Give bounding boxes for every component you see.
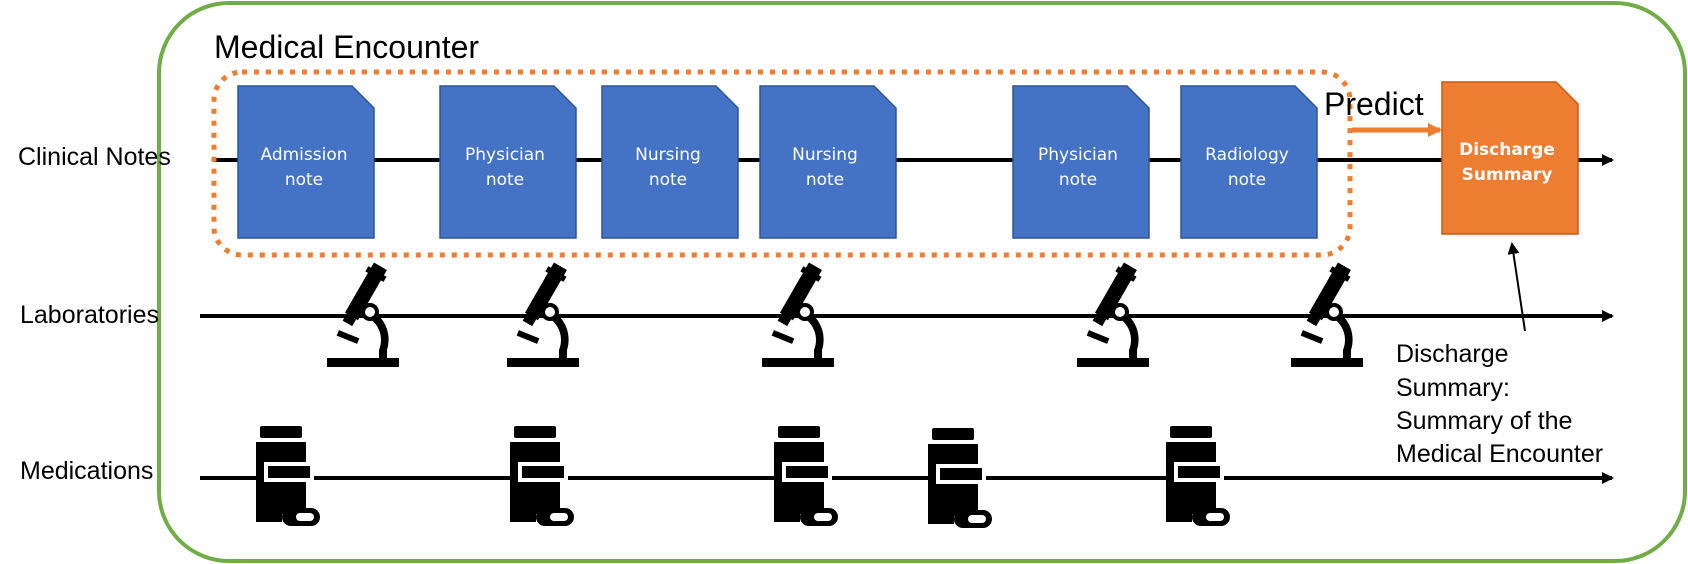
- row-label-medications: Medications: [20, 457, 153, 485]
- note-label-line1: Radiology: [1205, 145, 1289, 165]
- row-label-laboratories: Laboratories: [20, 301, 159, 329]
- note-physician-1: Physician note: [439, 85, 577, 239]
- input-window: [211, 69, 1353, 258]
- note-label-line2: note: [806, 170, 844, 190]
- annotation-line4: Medical Encounter: [1396, 440, 1603, 468]
- note-label-line2: note: [1059, 170, 1097, 190]
- note-admission: Admission note: [237, 85, 375, 239]
- note-label-line2: note: [486, 170, 524, 190]
- encounter-frame: [157, 1, 1687, 563]
- annotation-line3: Summary of the: [1396, 407, 1572, 435]
- note-discharge-summary: Discharge Summary: [1441, 81, 1579, 235]
- medication-bottle-icon: [254, 424, 322, 528]
- predict-label: Predict: [1324, 86, 1424, 122]
- note-label-line1: Admission: [260, 145, 347, 165]
- target-label-line2: Summary: [1462, 165, 1553, 185]
- note-label-line2: note: [649, 170, 687, 190]
- medication-bottle-icon: [508, 424, 576, 528]
- note-radiology: Radiology note: [1180, 85, 1318, 239]
- note-label-line1: Physician: [465, 145, 545, 165]
- medication-bottle-icon: [926, 426, 994, 530]
- note-nursing-1: Nursing note: [601, 85, 739, 239]
- medication-bottle-icon: [1164, 424, 1232, 528]
- target-label-line1: Discharge: [1459, 140, 1555, 160]
- row-label-clinical-notes: Clinical Notes: [18, 143, 171, 171]
- annotation-line1: Discharge: [1396, 340, 1509, 368]
- note-label-line1: Physician: [1038, 145, 1118, 165]
- note-label-line1: Nursing: [635, 145, 701, 165]
- annotation-arrow: [1507, 242, 1526, 332]
- encounter-title: Medical Encounter: [214, 29, 479, 65]
- note-label-line1: Nursing: [792, 145, 858, 165]
- note-physician-2: Physician note: [1012, 85, 1150, 239]
- note-label-line2: note: [1228, 170, 1266, 190]
- note-label-line2: note: [285, 170, 323, 190]
- annotation-line2: Summary:: [1396, 374, 1510, 402]
- note-nursing-2: Nursing note: [759, 85, 897, 239]
- medication-bottle-icon: [772, 424, 840, 528]
